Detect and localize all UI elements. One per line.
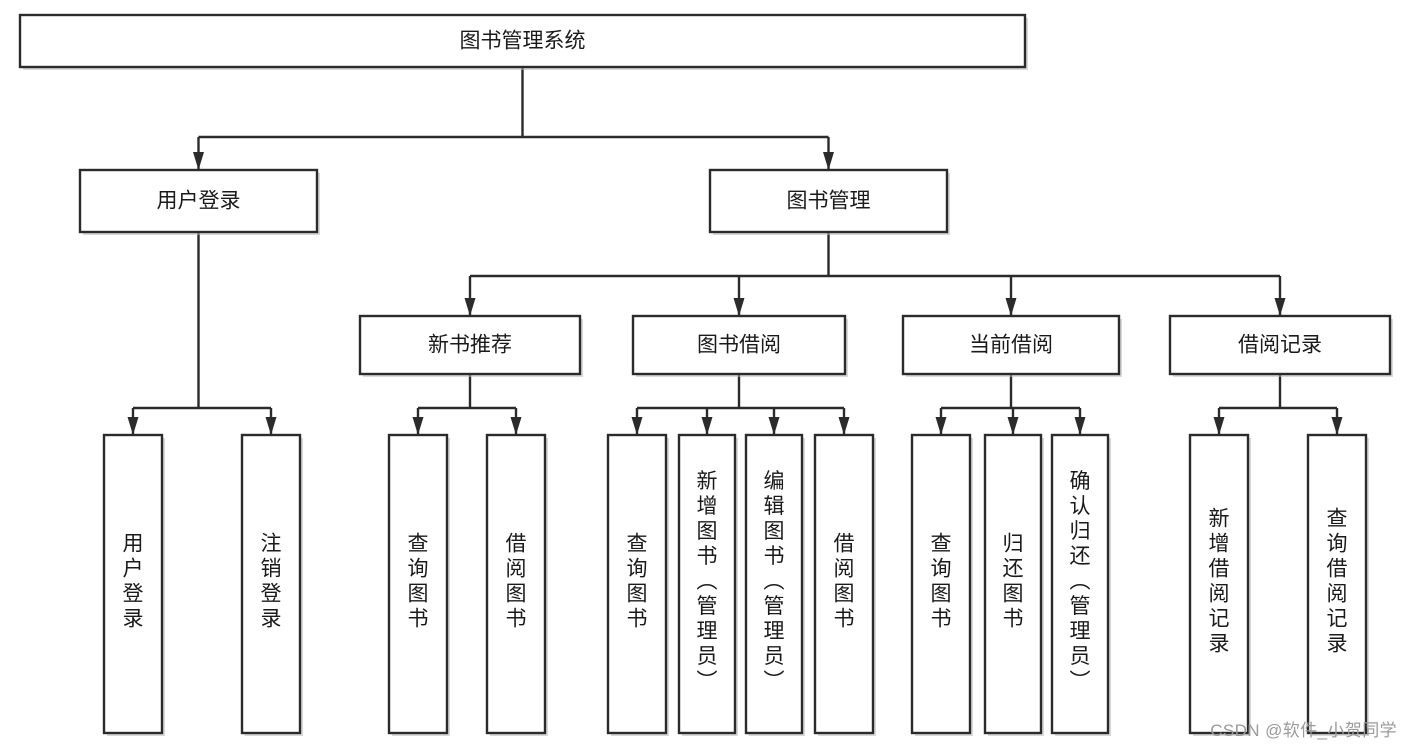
arrow-head-icon xyxy=(265,417,277,435)
node-label: 编辑图书︵管理员︶ xyxy=(764,470,785,693)
arrow-head-icon xyxy=(1331,417,1343,435)
edge-group-user-login xyxy=(127,232,277,435)
edge-group-current-borrow xyxy=(935,374,1086,435)
edge-group-borrow-record xyxy=(1213,374,1343,435)
node-label: 确认归还︵管理员︶ xyxy=(1070,470,1091,693)
node-label: 图书借阅 xyxy=(697,334,781,357)
node-label: 查询借阅记录 xyxy=(1327,508,1348,656)
arrow-head-icon xyxy=(768,417,780,435)
node-leaf-add-record[interactable]: 新增借阅记录 xyxy=(1188,433,1251,736)
node-new-book-rec[interactable]: 新书推荐 xyxy=(358,314,583,377)
node-label: 查询图书 xyxy=(931,533,952,631)
node-root[interactable]: 图书管理系统 xyxy=(18,13,1028,70)
node-leaf-add-book[interactable]: 新增图书︵管理员︶ xyxy=(677,433,738,736)
node-leaf-user-login[interactable]: 用户登录 xyxy=(102,433,165,736)
node-user-login[interactable]: 用户登录 xyxy=(78,168,320,235)
arrow-head-icon xyxy=(127,417,139,435)
edges-layer xyxy=(127,67,1343,435)
node-label: 图书管理 xyxy=(787,190,871,213)
arrow-head-icon xyxy=(701,417,713,435)
node-leaf-borrow-book-2[interactable]: 借阅图书 xyxy=(813,433,876,736)
arrow-head-icon xyxy=(1213,417,1225,435)
node-label: 查询图书 xyxy=(408,533,429,631)
arrow-head-icon xyxy=(631,417,643,435)
node-leaf-borrow-book-1[interactable]: 借阅图书 xyxy=(485,433,548,736)
arrow-head-icon xyxy=(935,417,947,435)
arrow-head-icon xyxy=(838,417,850,435)
node-label: 新增借阅记录 xyxy=(1209,508,1230,656)
arrow-head-icon xyxy=(1007,417,1019,435)
edge-group-new-book-rec xyxy=(412,374,522,435)
node-label: 查询图书 xyxy=(627,533,648,631)
node-book-manage[interactable]: 图书管理 xyxy=(708,168,950,235)
node-label: 用户登录 xyxy=(123,533,144,631)
node-label: 借阅记录 xyxy=(1238,334,1322,357)
node-label: 用户登录 xyxy=(157,190,241,213)
node-leaf-query-book-3[interactable]: 查询图书 xyxy=(910,433,973,736)
arrow-head-icon xyxy=(1005,298,1017,316)
node-leaf-edit-book[interactable]: 编辑图书︵管理员︶ xyxy=(744,433,805,736)
arrow-head-icon xyxy=(823,152,834,170)
node-leaf-query-record[interactable]: 查询借阅记录 xyxy=(1306,433,1369,736)
arrow-head-icon xyxy=(510,417,522,435)
edge-group-book-borrow xyxy=(631,374,850,435)
arrow-head-icon xyxy=(1274,298,1286,316)
node-borrow-record[interactable]: 借阅记录 xyxy=(1168,314,1393,377)
node-leaf-confirm-return[interactable]: 确认归还︵管理员︶ xyxy=(1050,433,1111,736)
node-leaf-query-book-2[interactable]: 查询图书 xyxy=(606,433,669,736)
node-label: 当前借阅 xyxy=(969,334,1053,357)
arrow-head-icon xyxy=(733,298,745,316)
node-label: 归还图书 xyxy=(1003,533,1024,631)
node-label: 借阅图书 xyxy=(834,533,855,631)
node-leaf-return-book[interactable]: 归还图书 xyxy=(983,433,1044,736)
node-label: 借阅图书 xyxy=(506,533,527,631)
node-label: 图书管理系统 xyxy=(460,30,586,53)
node-label: 新书推荐 xyxy=(428,334,512,357)
watermark-text: CSDN @软件_小贺同学 xyxy=(1210,721,1397,740)
arrow-head-icon xyxy=(464,298,476,316)
edge-group-root xyxy=(193,67,834,170)
node-label: 新增图书︵管理员︶ xyxy=(697,470,718,693)
node-leaf-query-book-1[interactable]: 查询图书 xyxy=(387,433,450,736)
edge-group-book-manage xyxy=(464,232,1286,316)
node-label: 注销登录 xyxy=(261,533,282,631)
nodes-layer: 图书管理系统用户登录图书管理新书推荐图书借阅当前借阅借阅记录用户登录注销登录查询… xyxy=(18,13,1393,736)
node-book-borrow[interactable]: 图书借阅 xyxy=(631,314,848,377)
node-leaf-logout[interactable]: 注销登录 xyxy=(240,433,303,736)
arrow-head-icon xyxy=(1074,417,1086,435)
node-current-borrow[interactable]: 当前借阅 xyxy=(901,314,1122,377)
arrow-head-icon xyxy=(193,152,204,170)
arrow-head-icon xyxy=(412,417,424,435)
